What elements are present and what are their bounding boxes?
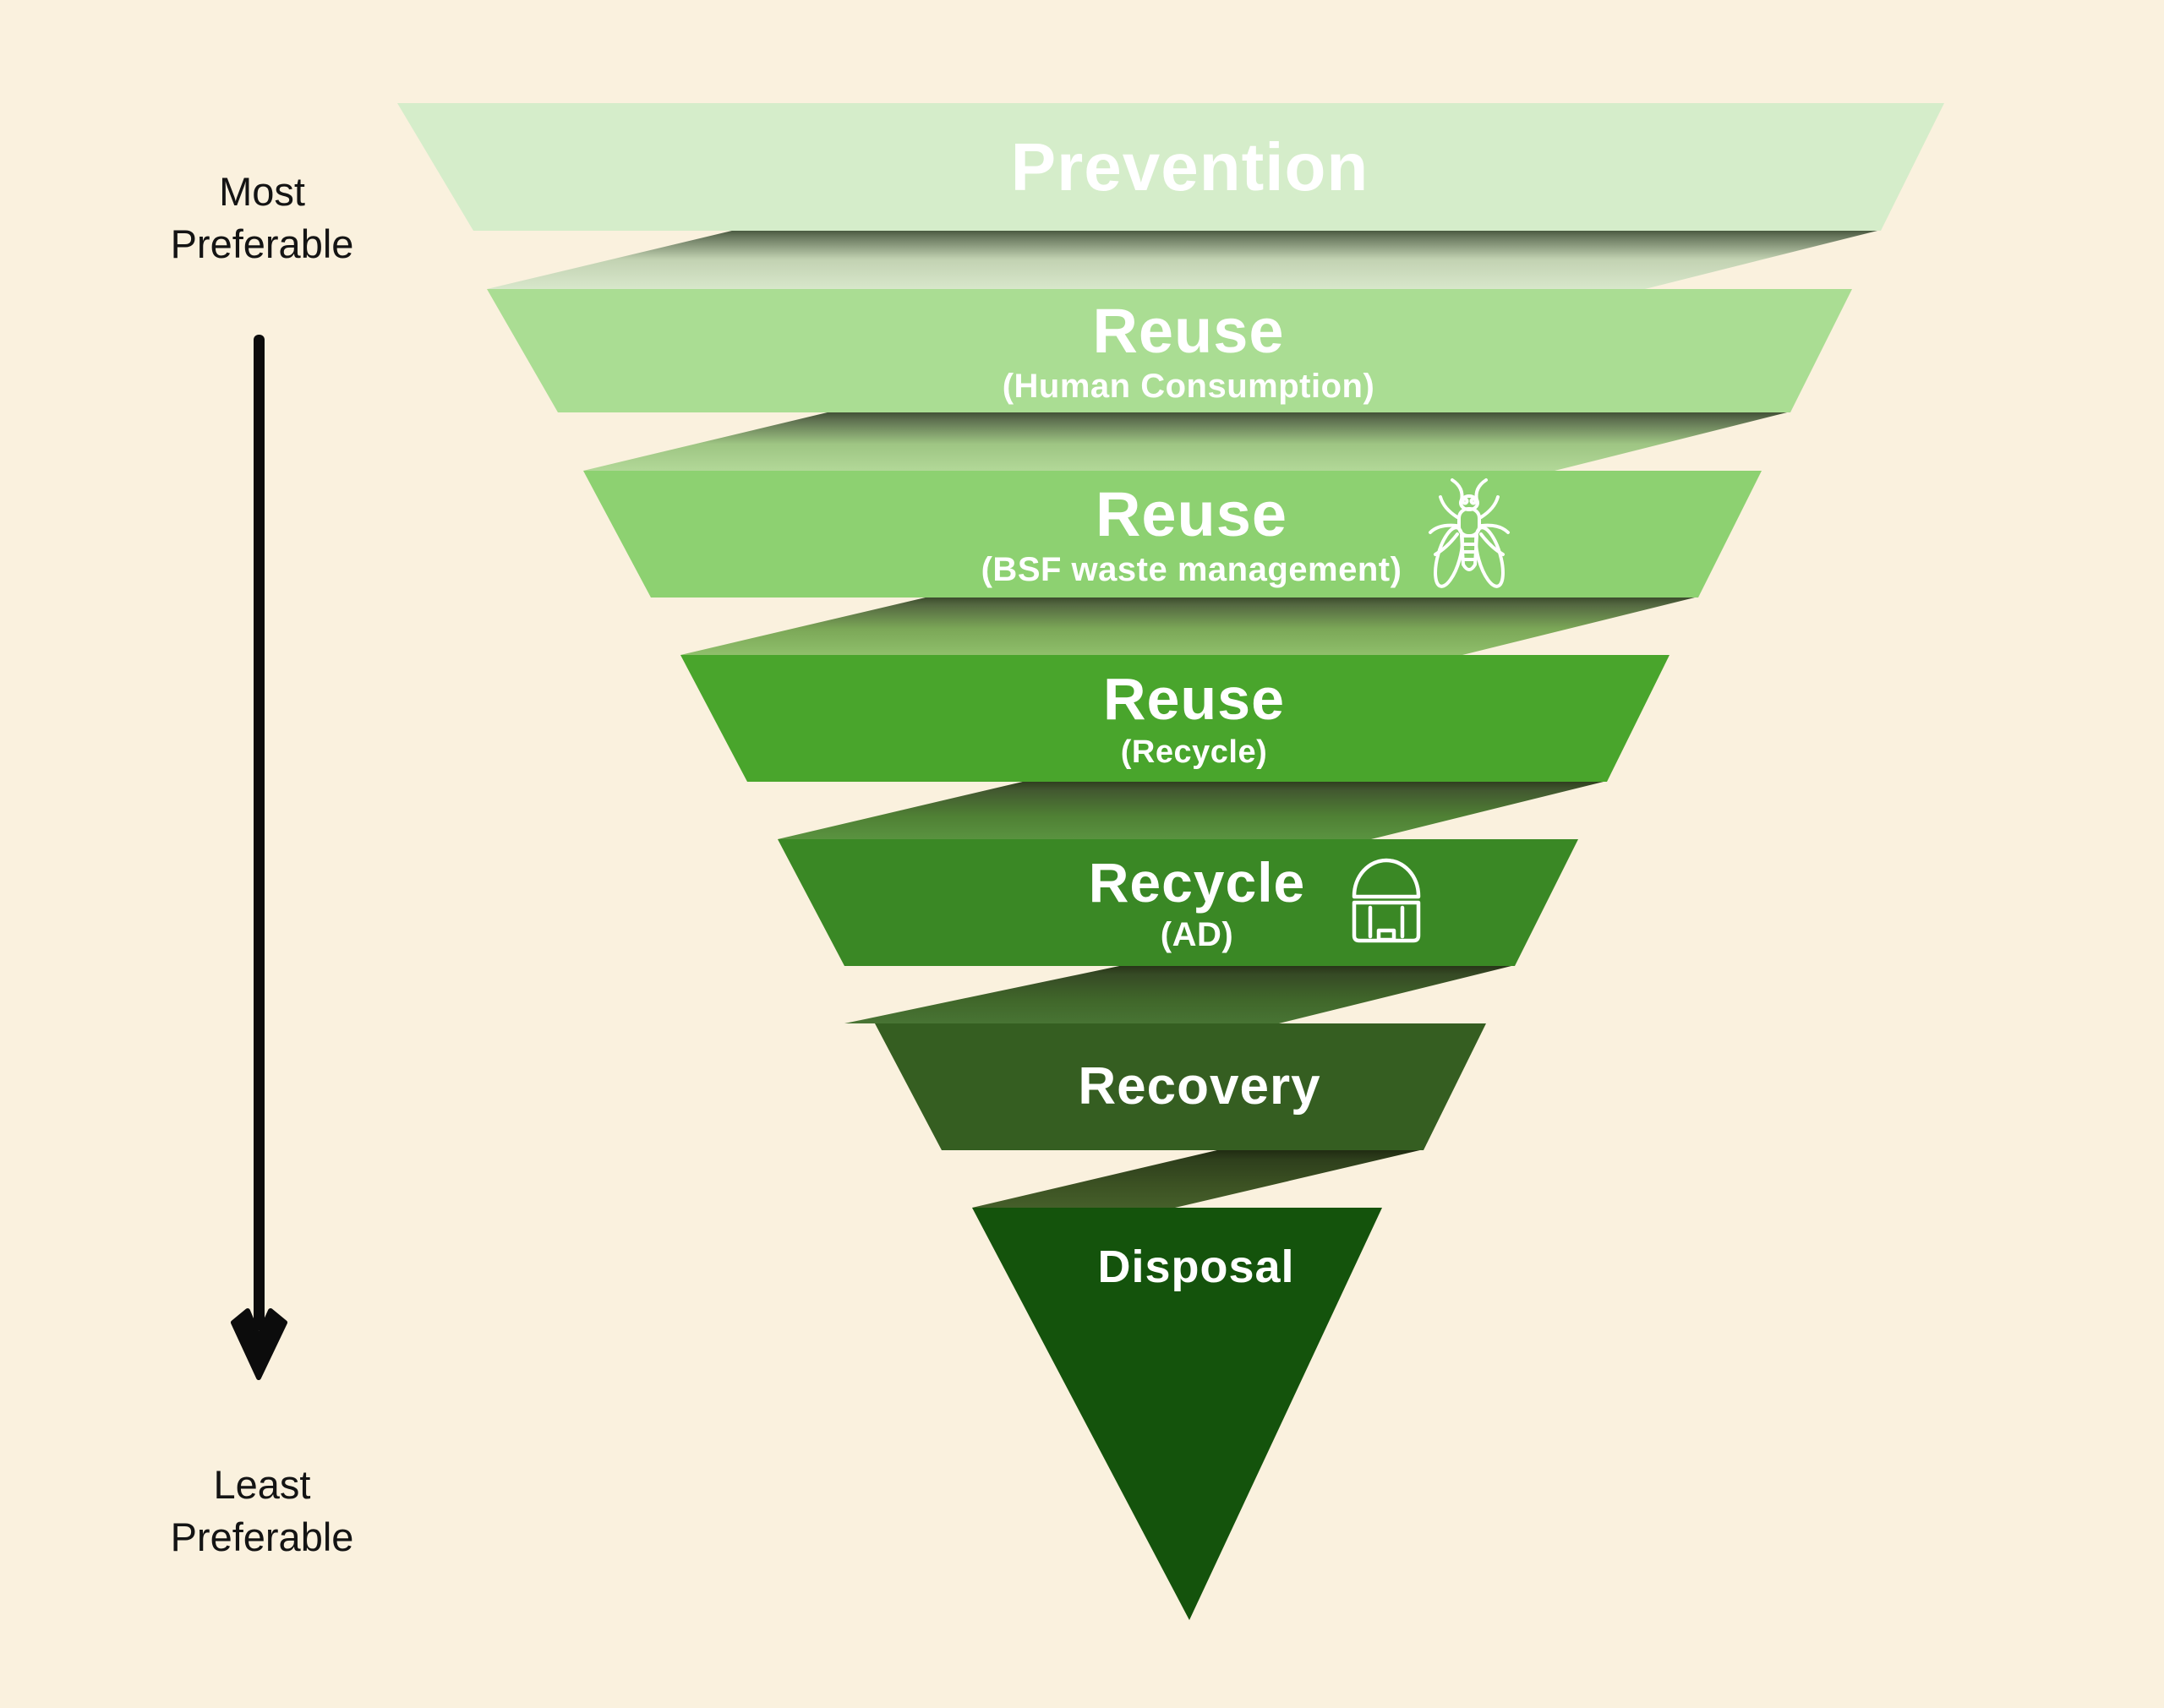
band-reuse-recycle bbox=[680, 655, 1669, 782]
fold-4 bbox=[778, 781, 1607, 839]
most-preferable-line2: Preferable bbox=[170, 221, 354, 267]
band-reuse-human bbox=[487, 289, 1852, 412]
band-recycle-ad bbox=[778, 839, 1578, 966]
most-preferable-label: Most Preferable bbox=[93, 166, 431, 270]
band-reuse-bsf bbox=[583, 471, 1762, 598]
fold-2 bbox=[583, 412, 1790, 471]
fold-1 bbox=[487, 230, 1881, 289]
most-preferable-line1: Most bbox=[219, 169, 305, 214]
fold-6 bbox=[972, 1149, 1424, 1208]
band-prevention bbox=[397, 103, 1944, 231]
down-arrow-icon bbox=[231, 335, 287, 1380]
fold-5 bbox=[844, 965, 1515, 1023]
least-preferable-label: Least Preferable bbox=[93, 1459, 431, 1563]
black-soldier-fly-icon bbox=[1429, 478, 1510, 588]
band-disposal bbox=[972, 1208, 1382, 1620]
anaerobic-digester-icon bbox=[1352, 858, 1421, 943]
least-preferable-line2: Preferable bbox=[170, 1514, 354, 1560]
least-preferable-line1: Least bbox=[213, 1462, 311, 1507]
fold-3 bbox=[680, 597, 1698, 655]
band-recovery bbox=[875, 1023, 1486, 1150]
